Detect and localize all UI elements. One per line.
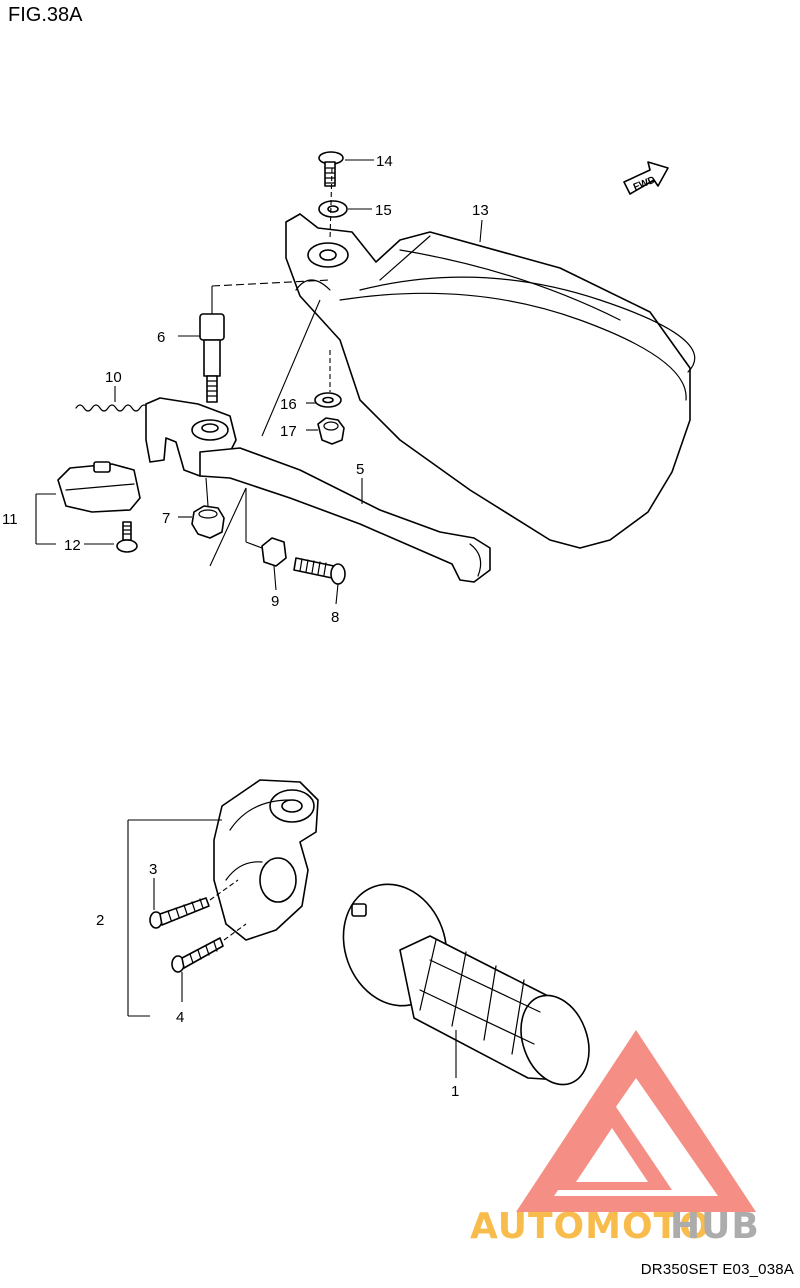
part-2-switch-housing [213,779,319,941]
leader-lines [35,159,483,1078]
callout-2: 2 [96,912,104,929]
part-15-washer [318,200,348,218]
part-7-nut [191,505,225,539]
part-5-lever [199,447,491,583]
callout-labels: 14 15 13 6 10 16 17 5 11 7 12 9 8 3 2 4 … [2,153,489,1100]
callout-16: 16 [280,396,297,413]
part-6-pivot-bolt [199,313,225,403]
callout-12: 12 [64,537,81,554]
callout-15: 15 [375,202,392,219]
part-1-grip [342,883,590,1086]
figure-code: DR350SET E03_038A [640,1261,794,1278]
part-14-screw [318,151,344,187]
callout-13: 13 [472,202,489,219]
callout-5: 5 [356,461,364,478]
watermark-logo-icon [516,1030,756,1212]
part-12-screw [116,521,138,553]
callout-6: 6 [157,329,165,346]
part-16-washer [314,392,342,408]
part-8-adjuster-bolt [293,557,346,585]
callout-1: 1 [451,1083,459,1100]
callout-4: 4 [176,1009,184,1026]
forward-arrow-icon: FWD [623,161,669,195]
callout-3: 3 [149,861,157,878]
callout-14: 14 [376,153,393,170]
part-17-nut [317,417,345,445]
callout-8: 8 [331,609,339,626]
watermark-word-b: HUB [670,1206,760,1247]
part-9-adjuster-nut [261,537,287,567]
callout-11: 11 [2,511,18,528]
callout-9: 9 [271,593,279,610]
figure-title: FIG.38A [8,4,83,26]
part-11-lever-switch [57,461,141,513]
part-3-screw [149,897,210,929]
callout-10: 10 [105,369,122,386]
watermark-word-a: AUTOMOTO [470,1206,711,1247]
callout-7: 7 [162,510,170,527]
part-4-screw [171,937,224,973]
watermark-wordmark: AUTOMOTO HUB [470,1206,760,1247]
callout-17: 17 [280,423,297,440]
part-13-hand-guard [285,213,696,549]
